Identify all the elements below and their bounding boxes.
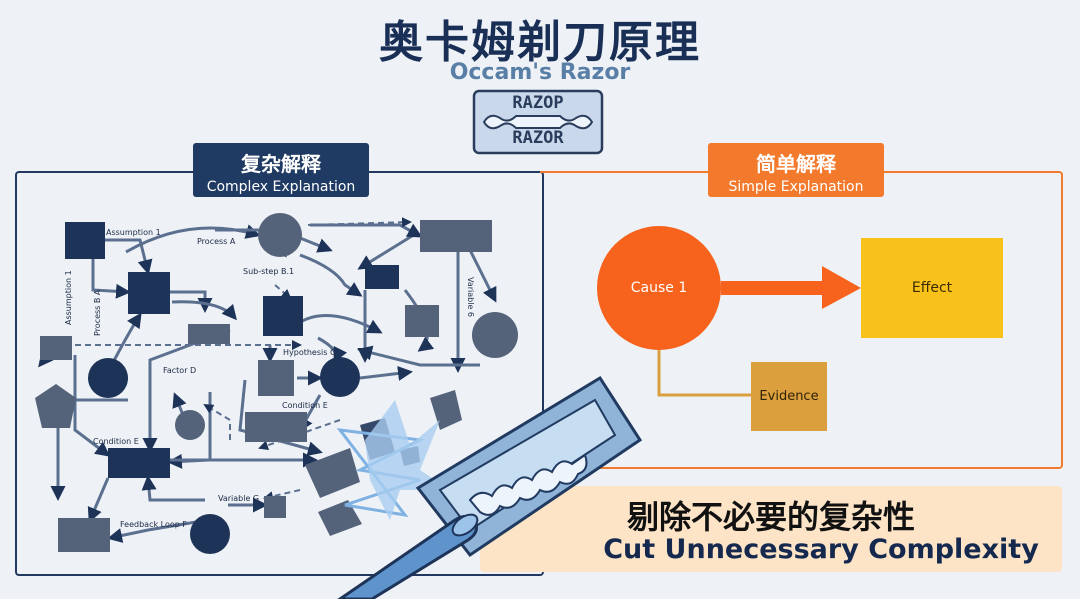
simple-explanation-tag: 简单解释 Simple Explanation	[708, 143, 884, 197]
process-a-node	[258, 213, 302, 257]
label-hypothesis-c: Hypothesis C	[283, 348, 336, 357]
small-circle-node	[175, 410, 205, 440]
feedback-loop-node	[190, 514, 230, 554]
razor-blade-logo: RAZOP RAZOR	[470, 88, 606, 156]
mid-rect-node	[245, 412, 307, 442]
variable-6-node	[472, 312, 518, 358]
complex-tag-en: Complex Explanation	[206, 179, 356, 195]
label-condition-e-left: Condition E	[93, 437, 139, 446]
page-title: 奥卡姆剃刀原理	[379, 17, 701, 68]
small-rect-node	[188, 324, 230, 344]
label-condition-e-right: Condition E	[282, 401, 328, 410]
logo-text-top: RAZOP	[512, 93, 564, 113]
complex-tag-zh: 复杂解释	[241, 152, 321, 176]
label-feedback-loop-f: Feedback Loop F	[120, 520, 187, 529]
process-b-node	[128, 272, 170, 314]
razor-blade-logo-icon	[472, 89, 604, 155]
razor-handle-icon	[337, 513, 479, 599]
left-rect-node	[40, 336, 72, 360]
label-assumption-1: Assumption 1	[106, 228, 161, 237]
simple-tag-en: Simple Explanation	[728, 179, 864, 195]
label-factor-d: Factor D	[163, 366, 197, 375]
label-substep-b1: Sub-step B.1	[243, 267, 295, 276]
banner-zh: 剔除不必要的复杂性	[626, 498, 915, 536]
top-right-node	[420, 220, 492, 252]
label-process-a: Process A	[197, 237, 236, 246]
hub-node	[320, 357, 360, 397]
substep-node	[365, 265, 399, 289]
variable-g-node	[264, 496, 286, 518]
evidence-connector	[657, 348, 751, 397]
cause-node: Cause 1	[597, 226, 721, 350]
bottom-left-node	[58, 518, 110, 552]
factor-d-node	[88, 358, 128, 398]
right-rect-node	[405, 305, 439, 337]
logo-text-bottom: RAZOR	[512, 128, 564, 148]
label-variable-g: Variable G	[218, 494, 260, 503]
pentagon-node	[35, 384, 76, 428]
effect-node: Effect	[861, 238, 1003, 338]
simple-tag-zh: 简单解释	[756, 152, 836, 176]
complex-explanation-tag: 复杂解释 Complex Explanation	[193, 143, 369, 197]
banner-en: Cut Unnecessary Complexity	[603, 534, 1039, 565]
page-subtitle: Occam's Razor	[449, 60, 631, 85]
assumption-1-node	[65, 222, 105, 259]
hypothesis-c-node	[263, 296, 303, 336]
cut-complexity-banner: 剔除不必要的复杂性 Cut Unnecessary Complexity	[480, 486, 1062, 572]
cause-effect-arrow	[721, 266, 861, 309]
condition-e-node	[258, 360, 294, 396]
condition-e-left-node	[108, 448, 170, 478]
evidence-node: Evidence	[751, 362, 827, 431]
